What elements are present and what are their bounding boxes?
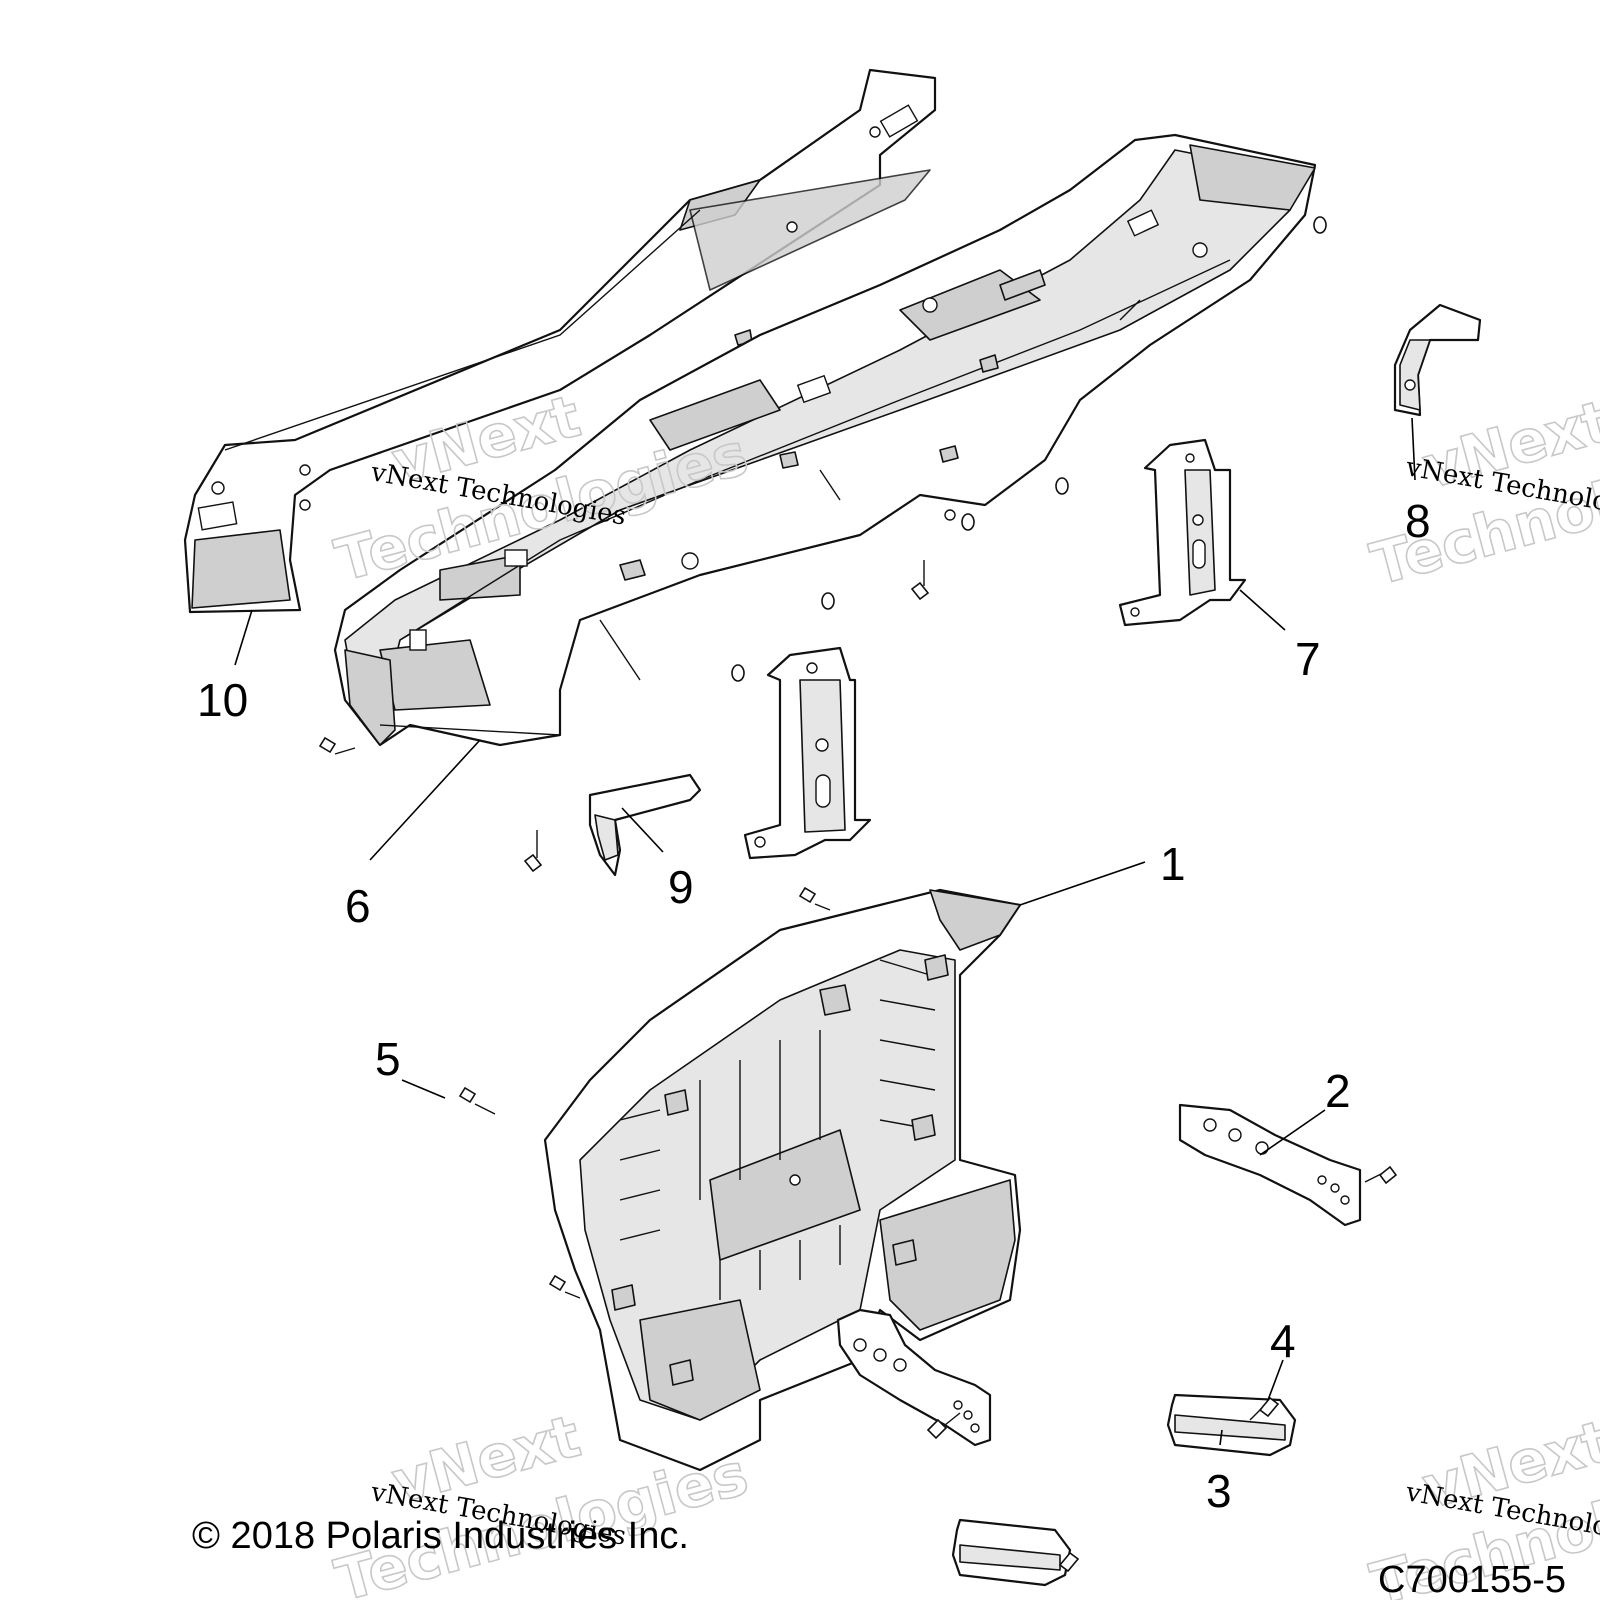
part-6-main-tray [333,133,1317,747]
screw-icon [548,1274,581,1299]
screw-icon [910,560,930,601]
screw-icon [318,736,356,755]
nut-icon [731,664,745,682]
screw-icon [1249,1396,1280,1421]
diagram-code: C700155-5 [1378,1559,1566,1600]
screw-icon [926,1412,961,1440]
part-2-strap-2 [836,1308,992,1447]
callouts: 1 2 3 4 5 6 7 8 9 10 [197,495,1431,1517]
nut-icon [1055,477,1069,495]
screw-icon [1058,1551,1080,1573]
part-7-tall-bracket-2 [743,646,872,860]
callout-8: 8 [1405,495,1431,547]
part-3-clip-2 [951,1518,1072,1587]
part-10-side-rail [183,68,937,614]
part-7-tall-bracket [1118,438,1247,627]
callout-7: 7 [1295,633,1321,685]
callout-9: 9 [668,861,694,913]
callout-10: 10 [197,674,248,726]
fasteners [318,216,1398,1573]
screw-icon [523,830,543,873]
callout-6: 6 [345,880,371,932]
nut-icon [821,592,835,610]
part-2-strap [1178,1103,1362,1227]
nut-icon [961,513,975,531]
screw-icon [458,1086,496,1115]
callout-4: 4 [1270,1315,1296,1367]
part-9-bracket [588,773,702,877]
leader-lines [234,417,1416,1446]
screw-icon [1364,1165,1398,1185]
callout-2: 2 [1325,1065,1351,1117]
callout-1: 1 [1160,838,1186,890]
callout-3: 3 [1206,1465,1232,1517]
part-1-rear-panel [543,888,1022,1472]
part-8-bracket [1393,303,1482,417]
callout-5: 5 [375,1033,401,1085]
screw-icon [798,886,831,911]
copyright-text: © 2018 Polaris Industries Inc. [192,1515,689,1557]
nut-icon [1313,216,1327,234]
